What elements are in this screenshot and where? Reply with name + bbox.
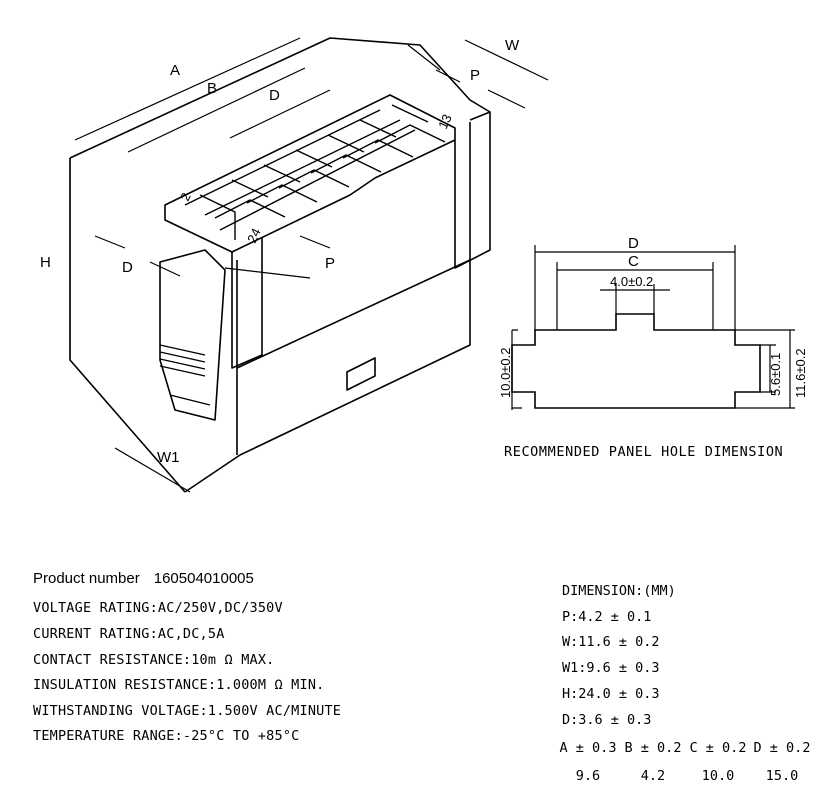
panel-hole-profile	[511, 313, 761, 409]
housing-left-face	[69, 158, 186, 493]
table-header-d: D ± 0.2	[753, 740, 811, 756]
label-b: B	[207, 80, 217, 97]
panel-height-inner: 5.6±0.1	[768, 353, 783, 396]
side-post	[231, 238, 263, 369]
latch-ribs	[159, 344, 211, 406]
panel-label-d: D	[628, 235, 639, 252]
panel-dimension-lines	[511, 245, 795, 410]
product-number-label: Product number	[33, 570, 140, 587]
latch	[159, 249, 226, 421]
iso-dimension-lines	[69, 37, 549, 493]
label-a: A	[170, 62, 180, 79]
panel-height-left: 10.0±0.2	[498, 347, 513, 398]
panel-center-width: 4.0±0.2	[610, 274, 653, 289]
cavity-grid	[184, 104, 446, 240]
contact-resistance: CONTACT RESISTANCE:10m Ω MAX.	[33, 652, 275, 668]
label-d-left: D	[122, 259, 133, 276]
table-value-a: 9.6	[575, 768, 601, 784]
product-number-row: Product number 160504010005	[33, 570, 254, 587]
pin-label-24: 24	[244, 226, 264, 245]
dimension-p: P:4.2 ± 0.1	[562, 609, 652, 625]
insulation-resistance: INSULATION RESISTANCE:1.000M Ω MIN.	[33, 677, 325, 693]
housing-bottom-edge	[184, 454, 241, 493]
label-w1: W1	[157, 449, 180, 466]
label-p-top: P	[470, 67, 480, 84]
label-p-mid: P	[325, 255, 335, 272]
side-notch	[346, 357, 376, 391]
cavity-block	[164, 94, 456, 253]
withstanding-voltage: WITHSTANDING VOLTAGE:1.500V AC/MINUTE	[33, 703, 342, 719]
current-rating: CURRENT RATING:AC,DC,5A	[33, 626, 225, 642]
temperature-range: TEMPERATURE RANGE:-25°C TO +85°C	[33, 728, 300, 744]
dimension-h: H:24.0 ± 0.3	[562, 686, 660, 702]
table-value-c: 10.0	[701, 768, 735, 784]
table-header-b: B ± 0.2	[624, 740, 682, 756]
panel-caption: RECOMMENDED PANEL HOLE DIMENSION	[504, 444, 784, 460]
pin-label-13: 13	[435, 112, 455, 131]
panel-label-c: C	[628, 253, 639, 270]
dimension-title: DIMENSION:(MM)	[562, 583, 676, 599]
housing-front-face	[236, 122, 471, 456]
table-value-d: 15.0	[765, 768, 799, 784]
label-w: W	[505, 37, 520, 54]
isometric-connector-view	[69, 37, 549, 493]
dimension-w: W:11.6 ± 0.2	[562, 634, 660, 650]
table-value-b: 4.2	[640, 768, 666, 784]
table-header-a: A ± 0.3	[559, 740, 617, 756]
right-post	[454, 112, 491, 269]
housing-top-edge	[69, 37, 491, 159]
dimension-w1: W1:9.6 ± 0.3	[562, 660, 660, 676]
dimension-d: D:3.6 ± 0.3	[562, 712, 652, 728]
label-h: H	[40, 254, 51, 271]
table-header-c: C ± 0.2	[689, 740, 747, 756]
label-d-top: D	[269, 87, 280, 104]
product-number: 160504010005	[153, 570, 254, 587]
voltage-rating: VOLTAGE RATING:AC/250V,DC/350V	[33, 600, 283, 616]
panel-height-right: 11.6±0.2	[793, 348, 808, 398]
